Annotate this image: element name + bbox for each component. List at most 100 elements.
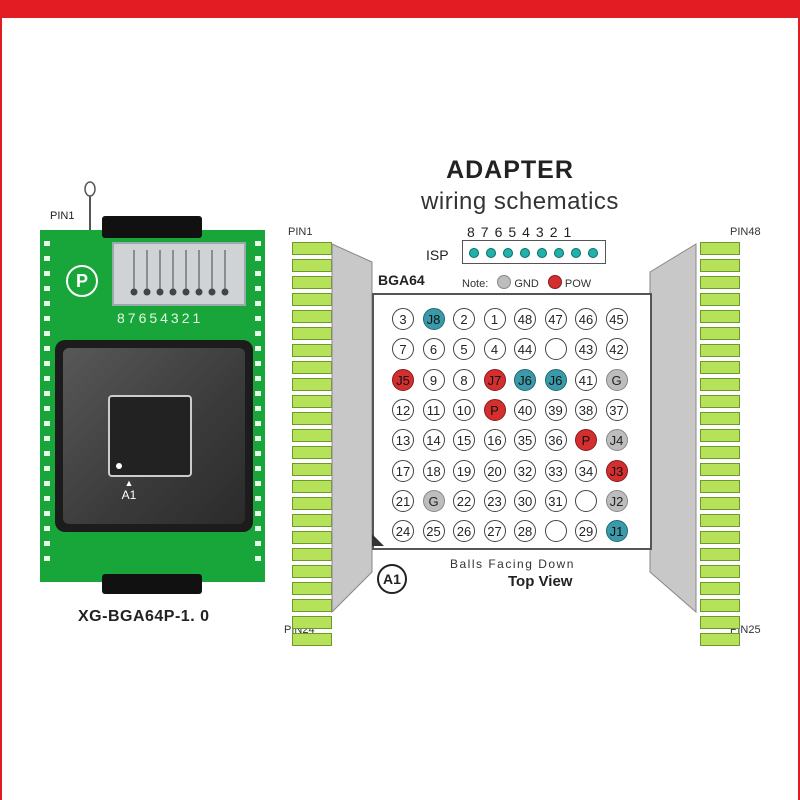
bga-ball: 5 [453,338,475,361]
bga-ball: 48 [514,308,536,330]
side-pad [255,406,261,411]
side-pad [255,361,261,366]
adapter-pin [700,599,740,612]
side-pad [44,256,50,261]
side-pad [255,481,261,486]
orientation-corner [372,534,384,546]
pow-label: POW [564,278,592,290]
right-pin-strip [700,242,740,650]
adapter-pin [292,616,332,629]
top-red-bar [0,0,800,18]
side-pad [255,301,261,306]
bga-ball: 4 [483,338,506,361]
isp-pin [588,248,598,258]
module-pin1-label: PIN1 [50,210,75,222]
adapter-pin [700,616,740,629]
side-pad [44,301,50,306]
side-pad [255,316,261,321]
bga-ball: P [575,429,597,452]
package-label: BGA64 [378,272,425,288]
bga-ball: 11 [422,398,445,421]
adapter-pin [700,276,740,289]
bga-ball: 14 [422,429,445,452]
adapter-pin [700,633,740,646]
side-pad [255,346,261,351]
side-pad [44,421,50,426]
module-model-label: XG-BGA64P-1. 0 [78,608,210,625]
bga-ball: 44 [514,338,536,361]
adapter-pin [700,395,740,408]
isp-pin [554,248,564,258]
a1-circle-label: A1 [377,564,407,594]
bga-ball: G [422,489,445,512]
legend: Note: GND POW [462,275,591,290]
bga-ball: 31 [544,489,567,512]
adapter-pin [700,259,740,272]
pin1-dot [116,463,122,469]
bga-ball: 37 [605,398,628,421]
side-pad [255,286,261,291]
adapter-pin [700,480,740,493]
note-label: Note: [462,278,489,290]
bga-ball: 36 [544,429,567,452]
bga-ball: 13 [392,429,414,452]
adapter-pin [292,633,332,646]
side-pad [44,541,50,546]
bga-ball: 32 [514,459,536,482]
side-pad [44,436,50,441]
adapter-pin [700,446,740,459]
bga-ball: 43 [575,338,597,361]
bga-ball: 25 [422,520,445,543]
bga-chip [108,395,192,477]
adapter-pin [700,242,740,255]
bga-ball: 9 [422,368,445,391]
bga-ball: 8 [453,368,475,391]
side-pad [255,436,261,441]
bga-ball: 21 [392,489,414,512]
side-pad [44,361,50,366]
side-pad [44,481,50,486]
isp-pin [537,248,547,258]
pin1-label: PIN1 [288,226,313,238]
top-connector [102,216,202,238]
bga-ball: 46 [575,308,597,330]
side-pad [44,556,50,561]
side-pad [44,526,50,531]
side-pad [44,376,50,381]
caption: Balls Facing Down [450,557,575,571]
bga-ball [544,520,567,543]
bga-ball: J4 [605,429,628,452]
adapter-pin [700,378,740,391]
bga-ball: 47 [544,308,567,330]
side-pad [255,241,261,246]
isp-pin [469,248,479,258]
side-pad [255,271,261,276]
chip-a1-mark: ▲A1 [121,478,137,503]
bga-ball: 41 [575,368,597,391]
lever-wire-icon [84,181,96,232]
diagram-title: ADAPTER [446,156,574,184]
header-numbers: 87654321 [117,310,204,326]
header-pins [130,250,229,296]
bga-ball: 12 [392,398,414,421]
bga-ball [544,338,567,361]
side-pad [44,466,50,471]
bga-ball: 16 [483,429,506,452]
adapter-pin [700,497,740,510]
diagram-subtitle: wiring schematics [421,188,619,215]
bga-ball: 15 [453,429,475,452]
bga-ball: 20 [483,459,506,482]
gnd-swatch [497,275,512,289]
side-pad [255,556,261,561]
adapter-pin [700,463,740,476]
bga-ball: 33 [544,459,567,482]
pow-swatch [547,275,562,289]
pin48-label: PIN48 [730,226,761,238]
adapter-pin [700,412,740,425]
bga-ball: 38 [575,398,597,421]
bga-ball: 39 [544,398,567,421]
adapter-pin [700,565,740,578]
bga-ball: 10 [453,398,475,421]
side-pad [255,466,261,471]
side-pad [255,391,261,396]
